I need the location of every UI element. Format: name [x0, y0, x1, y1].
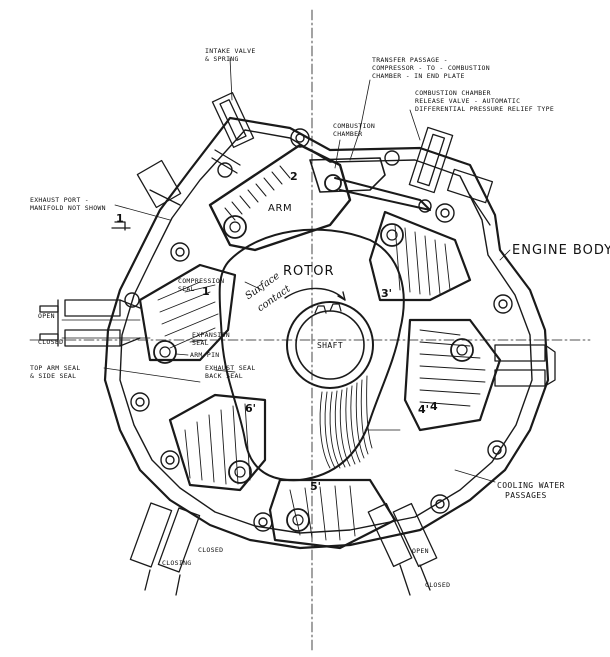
arm-number-4: 4' [418, 403, 429, 416]
reference-mark-number: 1 [116, 212, 124, 225]
arm-right-lower: 4' [403, 318, 502, 432]
arm-label: ARM [268, 203, 292, 214]
rotor-label: ROTOR [283, 264, 334, 279]
arm-bottom-left: 6' [168, 393, 267, 492]
intake-valve-assembly [136, 92, 255, 209]
leader-lines [61, 57, 511, 483]
arm-number-6: 6' [245, 402, 256, 415]
arm-number-5: 5' [310, 480, 321, 493]
arm-number-2: 2 [290, 170, 298, 183]
rotor-chamber [218, 228, 405, 482]
exhaust-port-label-2: MANIFOLD NOT SHOWN [30, 204, 106, 212]
intake-valve-label-1: INTAKE VALVE [205, 47, 256, 55]
exhaust-seal-label-1: EXHAUST SEAL [205, 364, 256, 372]
compression-seal-label-2: SEAL [178, 285, 195, 293]
expansion-seal-label-2: SEAL [192, 339, 209, 347]
exhaust-seal-label-2: BACK SEAL [205, 372, 243, 380]
bolt-holes [124, 128, 513, 532]
expansion-seal-label-1: EXPANSION [192, 331, 230, 339]
rotation-arrow [284, 287, 346, 301]
exhaust-port-label-1: EXHAUST PORT - [30, 196, 89, 204]
intake-valve-label-2: & SPRING [205, 55, 239, 63]
open-bottom-label: OPEN [412, 547, 429, 555]
right-valve-assembly [494, 344, 556, 387]
transfer-passage-label-2: COMPRESSOR - TO - COMBUSTION [372, 64, 490, 72]
arm-left: 1 [138, 263, 237, 364]
release-valve-label-1: COMBUSTION CHAMBER [415, 89, 491, 97]
closing-bottom-label: CLOSING [162, 559, 192, 567]
cooling-water-label-1: COOLING WATER [497, 481, 565, 490]
engine-body-label: ENGINE BODY [512, 243, 610, 258]
closed-left-label: CLOSED [38, 338, 63, 346]
mark-bottom-right: 4 [430, 400, 438, 413]
release-valve-label-2: RELEASE VALVE - AUTOMATIC [415, 97, 520, 105]
arm-number-1: 1 [202, 285, 210, 298]
top-arm-seal-label-2: & SIDE SEAL [30, 372, 76, 380]
combustion-chamber-label-2: CHAMBER [333, 130, 363, 138]
top-arm-seal-label-1: TOP ARM SEAL [30, 364, 81, 372]
shaft-assembly: SHAFT [286, 301, 374, 389]
reference-mark [111, 221, 131, 231]
cooling-water-label-2: PASSAGES [505, 491, 547, 500]
shaft-label: SHAFT [317, 341, 343, 350]
combustion-chamber [309, 157, 432, 213]
transfer-passage-label-3: CHAMBER - IN END PLATE [372, 72, 465, 80]
rotation-arrowhead [337, 291, 346, 301]
compression-seal-label-1: COMPRESSION [178, 277, 224, 285]
open-left-label: OPEN [38, 312, 55, 320]
arm-number-3: 3' [381, 287, 392, 300]
bottom-right-valve-assembly [367, 502, 438, 596]
closed-bottom-right-label: CLOSED [425, 581, 450, 589]
release-valve-assembly [408, 126, 494, 226]
combustion-chamber-label-1: COMBUSTION [333, 122, 375, 130]
transfer-passage-label-1: TRANSFER PASSAGE - [372, 56, 448, 64]
closed-bottom-label: CLOSED [198, 546, 223, 554]
center-lines [29, 9, 591, 651]
release-valve-label-3: DIFFERENTIAL PRESSURE RELIEF TYPE [415, 105, 554, 113]
cooling-stripes [319, 375, 373, 469]
arm-top: ARM 2 [208, 143, 352, 252]
arm-bottom: 5' [268, 478, 397, 550]
arm-pin-label: ARM PIN [190, 351, 220, 359]
arm-right: 3' [368, 210, 472, 302]
bottom-left-valve-assembly [129, 502, 201, 596]
